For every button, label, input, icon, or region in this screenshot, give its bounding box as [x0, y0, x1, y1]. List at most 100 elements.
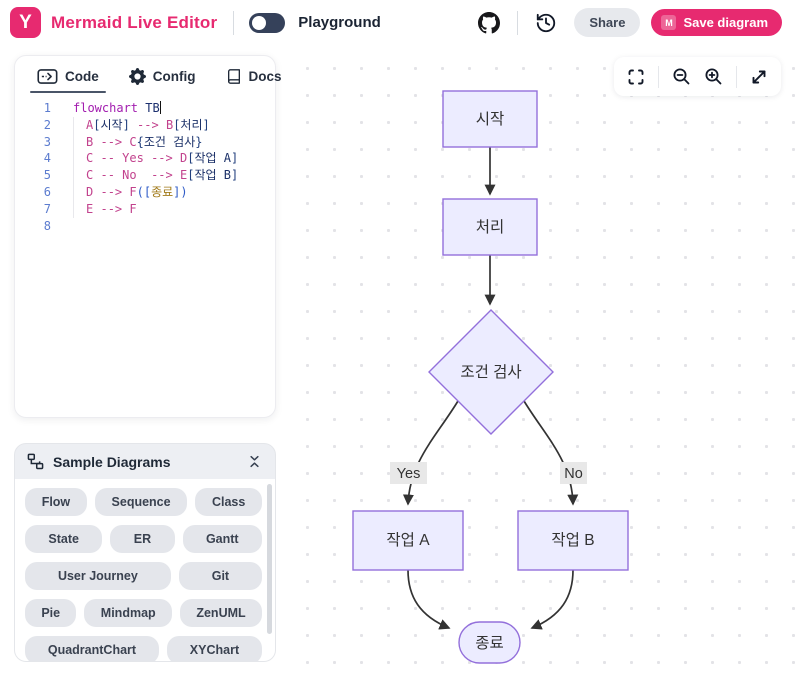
flowchart-diagram: Yes No 시작 처리 조건 검사 작업 A 작업 B 종료	[352, 90, 629, 664]
line-number: 6	[43, 184, 51, 199]
sample-diagrams-header: Sample Diagrams	[15, 444, 275, 479]
zoom-out-icon[interactable]	[672, 67, 691, 86]
sample-button-state[interactable]: State	[25, 525, 103, 553]
header-divider	[233, 10, 235, 35]
edge-label-no-bg	[560, 462, 587, 484]
gear-icon	[128, 67, 146, 85]
toggle-knob	[252, 15, 267, 30]
fullscreen-icon[interactable]	[627, 68, 645, 86]
line-number: 8	[43, 218, 51, 233]
sample-button-sequence[interactable]: Sequence	[94, 488, 188, 516]
node-end-label: 종료	[475, 635, 504, 652]
line-number: 7	[43, 201, 51, 216]
node-end[interactable]	[458, 621, 521, 664]
code-text: A[시작] --> B[처리]	[73, 116, 210, 134]
sample-button-gantt[interactable]: Gantt	[182, 525, 262, 553]
sample-button-xychart[interactable]: XYChart	[166, 636, 262, 661]
code-editor[interactable]: 1 flowchart TB 2 A[시작] --> B[처리] 3 B --> C{조건…	[15, 100, 275, 234]
line-number: 5	[43, 168, 51, 183]
edge-decision-taskA	[402, 400, 459, 506]
edge-decision-taskB	[523, 400, 579, 506]
app-title: Mermaid Live Editor	[51, 12, 218, 32]
share-button[interactable]: Share	[574, 8, 641, 37]
code-line[interactable]: 5 C -- No --> E[작업 B]	[15, 167, 275, 184]
history-icon[interactable]	[535, 12, 557, 34]
sample-button-quadrantchart[interactable]: QuadrantChart	[25, 636, 159, 661]
node-decision-label: 조건 검사	[460, 363, 521, 381]
text-cursor	[159, 101, 162, 114]
sample-row: QuadrantChart XYChart	[25, 636, 262, 661]
sample-button-user-journey[interactable]: User Journey	[25, 562, 171, 590]
code-panel: Code Config Docs 1 flowchart TB 2 A[시작] -->…	[14, 55, 282, 418]
save-diagram-label: Save diagram	[683, 15, 768, 30]
line-number: 2	[43, 117, 51, 132]
diagram-canvas[interactable]: Yes No 시작 처리 조건 검사 작업 A 작업 B 종료	[288, 45, 800, 675]
line-number: 3	[43, 134, 51, 149]
tab-config[interactable]: Config	[119, 56, 206, 96]
collapse-icon[interactable]	[247, 453, 262, 470]
code-line[interactable]: 6 D --> F([종료])	[15, 183, 275, 201]
sample-button-pie[interactable]: Pie	[25, 599, 77, 627]
node-taskA[interactable]	[352, 510, 464, 571]
code-text: D --> F([종료])	[73, 183, 188, 201]
tab-docs[interactable]: Docs	[216, 56, 292, 96]
edge-taskA-end	[407, 569, 451, 630]
code-line[interactable]: 2 A[시작] --> B[처리]	[15, 116, 275, 134]
node-decision[interactable]	[428, 309, 554, 435]
code-text: C -- No --> E[작업 B]	[73, 167, 238, 184]
diagram-samples-icon	[27, 453, 44, 470]
sample-button-class[interactable]: Class	[195, 488, 263, 516]
sample-scrollbar[interactable]	[267, 484, 272, 634]
edge-taskB-end	[530, 569, 574, 630]
code-text: B --> C{조건 검사}	[73, 133, 202, 151]
node-process[interactable]	[442, 198, 538, 256]
toolbar-divider	[736, 65, 737, 88]
line-number: 1	[43, 101, 51, 115]
node-taskB[interactable]	[517, 510, 629, 571]
code-line[interactable]: 1 flowchart TB	[15, 100, 275, 117]
sample-diagrams-title: Sample Diagrams	[53, 453, 171, 470]
code-text: flowchart TB	[73, 101, 162, 115]
code-text: E --> F	[73, 200, 137, 218]
playground-label: Playground	[298, 14, 381, 31]
mermaid-logo-icon[interactable]: Y	[10, 7, 41, 38]
resize-icon[interactable]	[750, 68, 768, 86]
sample-button-zenuml[interactable]: ZenUML	[180, 599, 262, 627]
node-start-label: 시작	[476, 110, 505, 128]
zoom-in-icon[interactable]	[704, 67, 723, 86]
code-text: C -- Yes --> D[작업 A]	[73, 150, 238, 168]
sample-button-flow[interactable]: Flow	[25, 488, 87, 516]
tab-code[interactable]: Code	[27, 56, 109, 96]
playground-toggle[interactable]	[249, 12, 286, 33]
sample-button-mindmap[interactable]: Mindmap	[84, 599, 172, 627]
tab-docs-label: Docs	[248, 68, 282, 84]
app-header: Y Mermaid Live Editor Playground Share M…	[0, 0, 800, 45]
sample-button-er[interactable]: ER	[110, 525, 175, 553]
save-diagram-button[interactable]: M Save diagram	[651, 9, 782, 36]
toolbar-divider	[658, 65, 659, 88]
tab-config-label: Config	[152, 68, 196, 84]
node-process-label: 처리	[476, 218, 505, 236]
code-line[interactable]: 3 B --> C{조건 검사}	[15, 133, 275, 151]
sample-button-git[interactable]: Git	[178, 562, 263, 590]
github-icon[interactable]	[478, 11, 501, 34]
code-line[interactable]: 7 E --> F	[15, 200, 275, 218]
code-tab-icon	[37, 68, 58, 84]
diagram-toolbar	[614, 57, 781, 96]
node-taskB-label: 작업 B	[551, 531, 594, 549]
editor-tabbar: Code Config Docs	[15, 56, 282, 96]
save-badge-icon: M	[661, 15, 677, 30]
node-start[interactable]	[442, 90, 538, 148]
code-line[interactable]: 8	[15, 218, 275, 235]
edge-label-no: No	[564, 466, 583, 482]
tab-code-label: Code	[65, 68, 99, 84]
edge-label-yes-bg	[390, 462, 427, 484]
node-taskA-label: 작업 A	[386, 531, 430, 549]
header-divider	[517, 10, 519, 35]
